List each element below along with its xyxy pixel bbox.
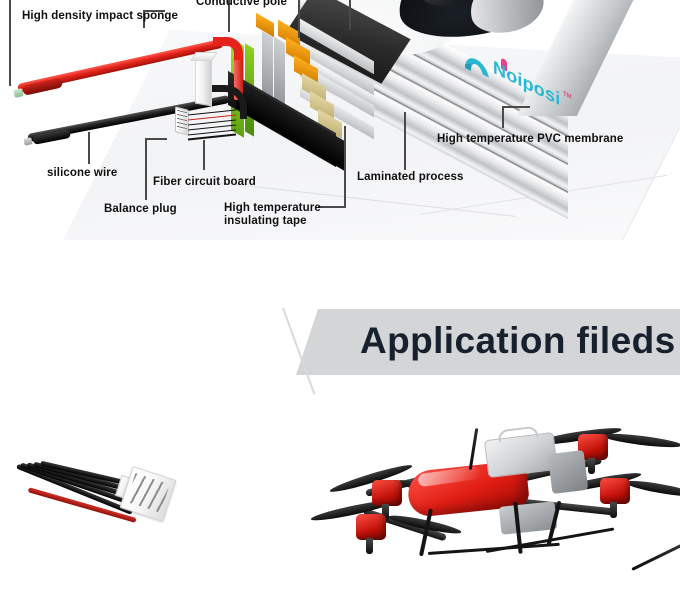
drone-motor-housing — [372, 480, 402, 520]
balance-plug-wire-bundle — [188, 109, 236, 141]
label-balance-plug: Balance plug — [104, 203, 177, 215]
label-high-temperature-insulating-tape-line1: High temperature — [224, 202, 321, 214]
drone-battery-pack — [498, 501, 558, 535]
label-laminated-process: Laminated process — [357, 171, 464, 183]
label-high-temperature-insulating-tape-line2: insulating tape — [224, 215, 307, 227]
leader-line-insulating-tape-vertical — [344, 126, 346, 208]
leader-line-balance-plug-vertical — [145, 138, 147, 200]
noiposi-mark-icon — [465, 58, 489, 78]
drone-motor-housing — [600, 478, 630, 518]
leader-line-sponge-elbow-vertical — [143, 10, 145, 28]
black-wire-loop — [205, 85, 247, 119]
next-image-edge-fragment — [631, 537, 680, 571]
agricultural-drone-photo — [300, 400, 680, 604]
drone-equipment-box — [547, 449, 589, 495]
leader-line-fiber-circuit-board — [203, 140, 205, 170]
drone-motor-housing — [356, 514, 386, 554]
application-photos — [0, 400, 680, 604]
label-high-temperature-pvc-membrane: High temperature PVC membrane — [437, 133, 624, 145]
red-wire-bend — [213, 37, 243, 79]
leader-line-conductive-pole-left — [228, 0, 230, 32]
leader-line-pvc-membrane-vertical — [502, 106, 504, 128]
banner-title: Application fileds — [360, 320, 676, 361]
drone-antenna — [468, 428, 479, 470]
drone-propeller-blade — [623, 477, 680, 500]
black-wire-terminal — [23, 137, 33, 146]
leader-line-sponge-elbow-horizontal — [143, 10, 165, 12]
brand-logo: Noiposi TM — [463, 42, 573, 126]
leader-line-sponge-vertical — [9, 0, 11, 86]
balance-plug-pins — [177, 109, 187, 133]
leader-line-insulating-tape-horizontal — [318, 206, 346, 208]
leader-line-conductive-pole-right — [298, 0, 300, 38]
label-conductive-pole: Conductive pole — [196, 0, 287, 8]
leader-line-pvc-membrane-horizontal — [502, 106, 530, 108]
label-silicone-wire: silicone wire — [47, 167, 118, 179]
label-fiber-circuit-board: Fiber circuit board — [153, 176, 256, 188]
red-wire-riser — [234, 60, 243, 100]
conductive-pole-post — [195, 55, 212, 107]
application-fields-banner: Application fileds — [0, 300, 680, 395]
drone-propeller-blade — [601, 431, 680, 450]
leader-line-laminated-process — [404, 112, 406, 170]
label-high-density-impact-sponge: High density impact sponge — [22, 10, 178, 22]
banner-background — [296, 309, 680, 375]
leader-line-silicone-wire — [88, 132, 90, 164]
leader-line-balance-plug-horizontal — [145, 138, 167, 140]
red-wire-terminal — [13, 88, 24, 98]
leader-line-conductive-pole-far — [349, 0, 351, 30]
balance-plug-photo — [0, 400, 300, 604]
exploded-battery-diagram: Noiposi TM — [0, 0, 680, 240]
